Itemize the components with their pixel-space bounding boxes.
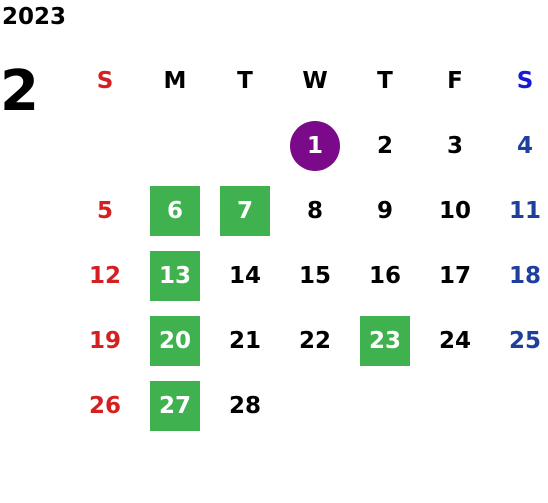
calendar-day[interactable]: 26 — [70, 373, 140, 438]
calendar-day[interactable]: 19 — [70, 308, 140, 373]
calendar-day-number: 16 — [368, 262, 401, 289]
calendar-day-number: 27 — [150, 380, 200, 431]
calendar-day[interactable]: 12 — [70, 243, 140, 308]
calendar-day-number: 25 — [508, 327, 541, 354]
weekday-header-sun: S — [96, 67, 114, 94]
calendar-day[interactable]: 13 — [140, 243, 210, 308]
calendar-day[interactable]: 21 — [210, 308, 280, 373]
calendar-day-number: 22 — [298, 327, 331, 354]
calendar-day-number: 11 — [508, 197, 541, 224]
calendar-day-number: 1 — [290, 120, 340, 171]
calendar-day[interactable]: 2 — [350, 113, 420, 178]
calendar-empty-cell — [490, 373, 548, 438]
weekday-header-mon: M — [163, 67, 187, 94]
calendar-day[interactable]: 10 — [420, 178, 490, 243]
calendar-day[interactable]: 22 — [280, 308, 350, 373]
calendar-day-number: 9 — [376, 197, 393, 224]
calendar-day-number: 7 — [220, 185, 270, 236]
calendar-day-number: 15 — [298, 262, 331, 289]
calendar-day-number: 26 — [88, 392, 121, 419]
calendar-day[interactable]: 18 — [490, 243, 548, 308]
calendar-day[interactable]: 25 — [490, 308, 548, 373]
calendar-day[interactable]: 17 — [420, 243, 490, 308]
calendar-day-number: 5 — [96, 197, 113, 224]
calendar-empty-cell — [70, 113, 140, 178]
calendar-empty-cell — [210, 113, 280, 178]
calendar-day[interactable]: 20 — [140, 308, 210, 373]
calendar-day-number: 14 — [228, 262, 261, 289]
calendar-day[interactable]: 16 — [350, 243, 420, 308]
calendar-day[interactable]: 28 — [210, 373, 280, 438]
calendar-day-number: 13 — [150, 250, 200, 301]
calendar-day[interactable]: 23 — [350, 308, 420, 373]
calendar-day-number: 8 — [306, 197, 323, 224]
calendar-empty-cell — [350, 373, 420, 438]
calendar-day-number: 3 — [446, 132, 463, 159]
weekday-header-wed: W — [302, 67, 328, 94]
weekday-header-tue: T — [237, 67, 253, 94]
calendar-day[interactable]: 9 — [350, 178, 420, 243]
calendar-day-number: 19 — [88, 327, 121, 354]
calendar-day[interactable]: 4 — [490, 113, 548, 178]
calendar-empty-cell — [140, 113, 210, 178]
calendar-month: 2 — [0, 59, 39, 124]
calendar-day[interactable]: 7 — [210, 178, 280, 243]
calendar-day[interactable]: 11 — [490, 178, 548, 243]
calendar-day[interactable]: 3 — [420, 113, 490, 178]
weekday-header-sat: S — [516, 67, 534, 94]
calendar-empty-cell — [280, 373, 350, 438]
calendar-day[interactable]: 24 — [420, 308, 490, 373]
weekday-header-thu: T — [377, 67, 393, 94]
calendar-day[interactable]: 15 — [280, 243, 350, 308]
calendar-year: 2023 — [2, 4, 67, 30]
calendar-day-number: 23 — [360, 315, 410, 366]
calendar-day[interactable]: 8 — [280, 178, 350, 243]
calendar-day-number: 6 — [150, 185, 200, 236]
calendar-day-number: 18 — [508, 262, 541, 289]
calendar-day-number: 21 — [228, 327, 261, 354]
calendar-empty-cell — [420, 373, 490, 438]
calendar-day-number: 2 — [376, 132, 393, 159]
calendar-day[interactable]: 5 — [70, 178, 140, 243]
calendar-day-number: 10 — [438, 197, 471, 224]
calendar-day[interactable]: 1 — [280, 113, 350, 178]
calendar-day[interactable]: 6 — [140, 178, 210, 243]
calendar-day-number: 4 — [516, 132, 533, 159]
calendar-day[interactable]: 27 — [140, 373, 210, 438]
weekday-header-fri: F — [447, 67, 463, 94]
calendar-day-number: 12 — [88, 262, 121, 289]
calendar-day-number: 24 — [438, 327, 471, 354]
calendar-day-number: 17 — [438, 262, 471, 289]
calendar-day-number: 20 — [150, 315, 200, 366]
calendar-day-number: 28 — [228, 392, 261, 419]
calendar-day[interactable]: 14 — [210, 243, 280, 308]
